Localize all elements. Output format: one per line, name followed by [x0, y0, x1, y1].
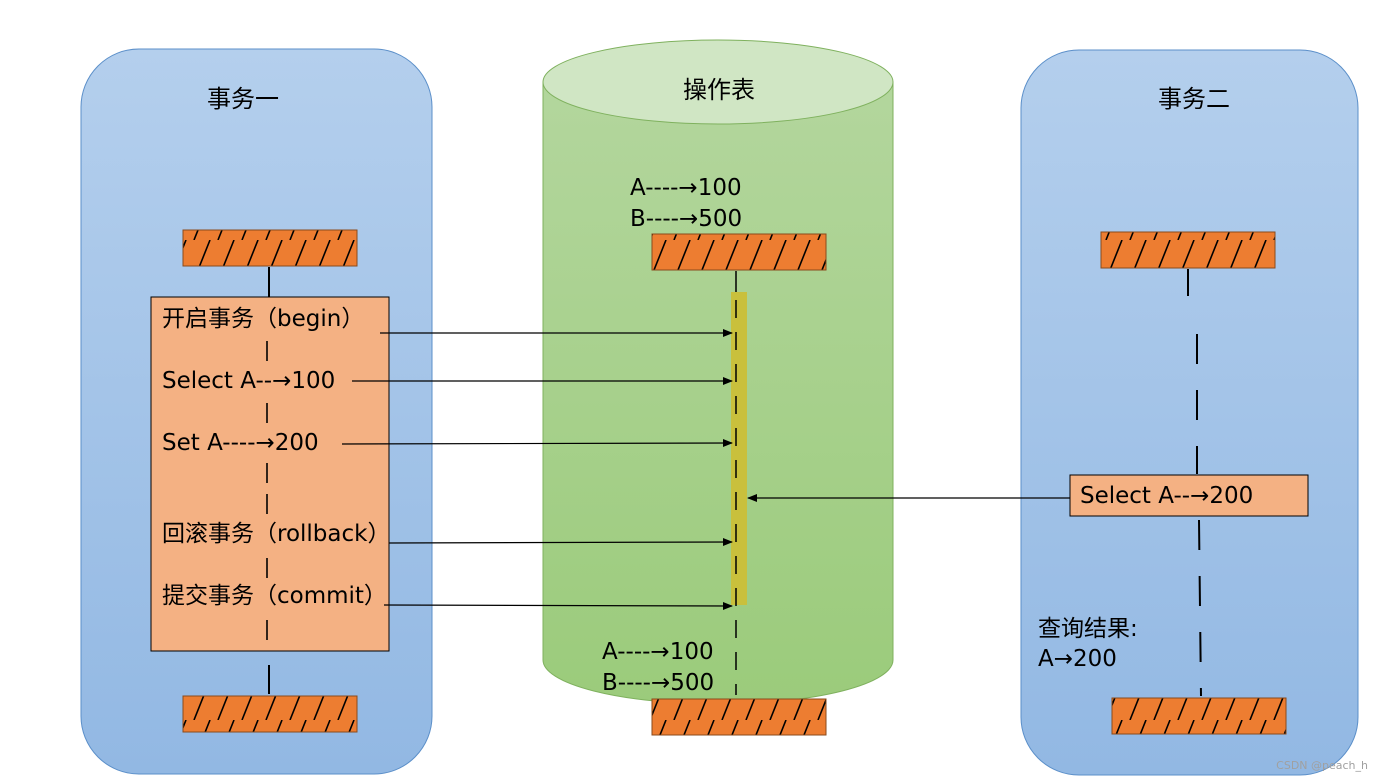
transaction-two-title: 事务二: [1158, 85, 1230, 113]
t2-top-lock-block: [1100, 231, 1276, 269]
t2-timeline-lower: [1198, 519, 1202, 697]
t1-steps-box: [150, 296, 390, 652]
table-cylinder: [542, 39, 894, 705]
t2-step-box: [1069, 474, 1309, 517]
t2-result-value: A→200: [1038, 646, 1117, 672]
table-title: 操作表: [683, 76, 755, 104]
table-initial-b: B----→500: [630, 206, 743, 232]
arrow-commit: [383, 601, 733, 610]
arrow-set: [341, 439, 733, 448]
t1-step-commit: 提交事务（commit）: [162, 583, 387, 609]
t1-top-lock-block: [182, 229, 358, 267]
t2-step-select: Select A--→200: [1080, 483, 1254, 509]
arrow-rollback: [388, 538, 733, 547]
t2-result-label: 查询结果:: [1038, 616, 1138, 642]
t2-bottom-lock-block: [1111, 697, 1287, 735]
transaction-one-title: 事务一: [207, 85, 279, 113]
t1-step-begin: 开启事务（begin）: [162, 306, 365, 332]
watermark: CSDN @peach_h: [1276, 759, 1368, 772]
transaction-two-panel: [1020, 49, 1359, 776]
highlight-bar: [731, 292, 747, 605]
t1-step-rollback: 回滚事务（rollback）: [162, 521, 391, 547]
table-initial-a: A----→100: [630, 175, 742, 201]
table-top-lock-block: [651, 233, 827, 271]
table-bottom-lock-block: [651, 698, 827, 736]
t1-bottom-lock-block: [182, 695, 358, 733]
table-final-b: B----→500: [602, 670, 715, 696]
t1-step-set: Set A----→200: [162, 430, 319, 456]
t1-step-select: Select A--→100: [162, 368, 336, 394]
table-final-a: A----→100: [602, 639, 714, 665]
